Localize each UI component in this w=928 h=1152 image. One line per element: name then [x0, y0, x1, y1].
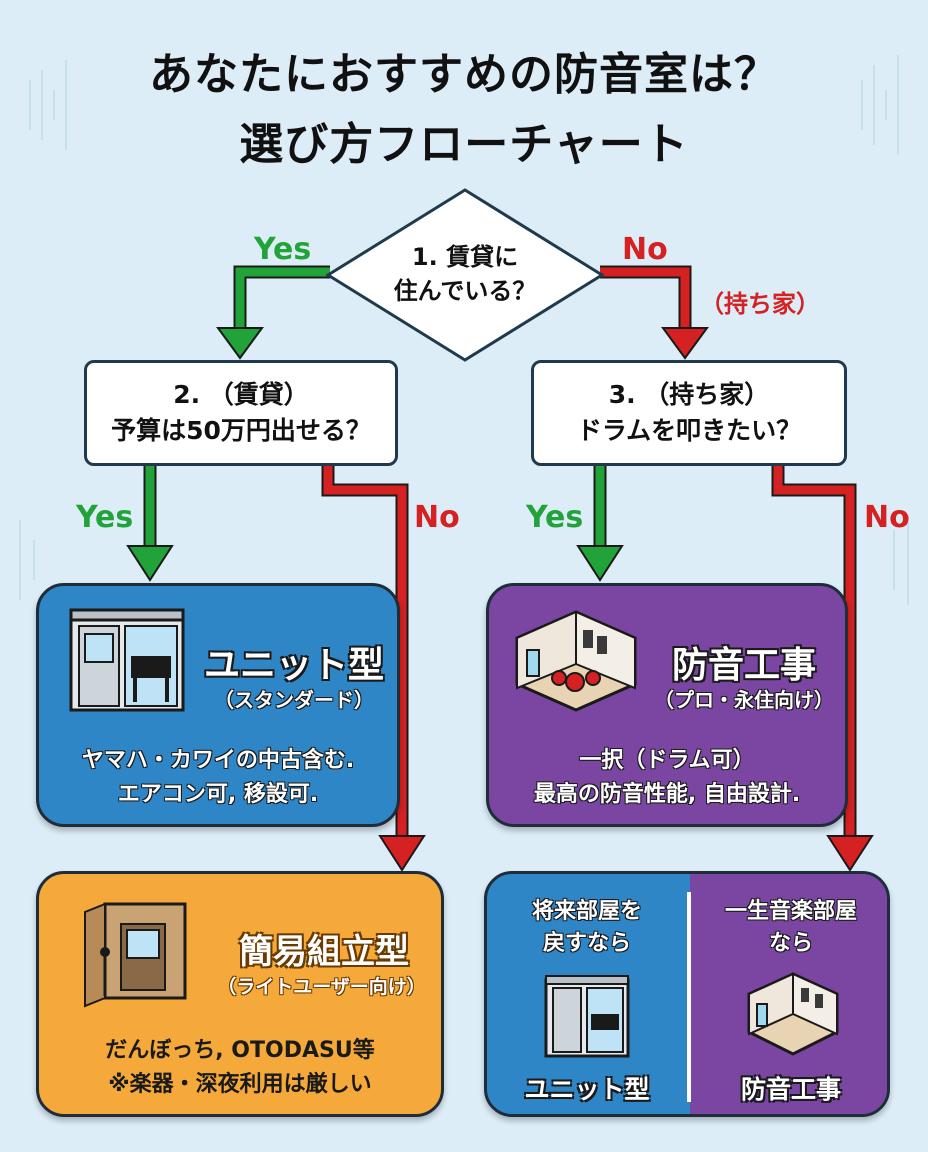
unit-booth-icon — [69, 608, 185, 712]
q2-line2: 予算は50万円出せる？ — [111, 416, 371, 445]
q3-yes-label: Yes — [526, 500, 584, 535]
split-right-heading: 一生音楽部屋 なら — [691, 896, 887, 960]
q1-line1: 1. 賃貸に — [411, 243, 519, 271]
sound-wave-decoration — [19, 55, 909, 605]
result-split-card: 将来部屋を 戻すなら 一生音楽部屋 なら ユニット型 防音工事 — [484, 871, 890, 1117]
unit-desc-line1: ヤマハ・カワイの中古含む. — [81, 748, 355, 773]
q1-yes-label: Yes — [254, 232, 312, 267]
q1-line2: 住んでいる？ — [393, 277, 537, 305]
simple-desc-line2: ※楽器・深夜利用は厳しい — [108, 1072, 372, 1097]
split-right-head2: なら — [768, 931, 813, 956]
split-left-heading: 将来部屋を 戻すなら — [487, 896, 687, 960]
unit-desc-line2: エアコン可, 移設可. — [117, 782, 319, 807]
q2-no-label: No — [414, 500, 460, 535]
construction-subtitle: （プロ・永住向け） — [654, 688, 834, 712]
studio-room-small-icon — [747, 972, 839, 1056]
result-unit-card: ユニット型 （スタンダード） ヤマハ・カワイの中古含む. エアコン可, 移設可. — [36, 583, 400, 827]
simple-title: 簡易組立型 — [239, 932, 409, 972]
owned-house-label: （持ち家） — [700, 290, 820, 318]
construction-desc-line1: 一択（ドラム可） — [579, 748, 755, 773]
result-construction-card: 防音工事 （プロ・永住向け） 一択（ドラム可） 最高の防音性能, 自由設計. — [486, 583, 848, 827]
construction-title: 防音工事 — [671, 645, 816, 686]
arrow-q1-yes — [233, 265, 330, 330]
q2-box: 2. （賃貸） 予算は50万円出せる？ — [84, 360, 398, 466]
q1-diamond — [325, 188, 605, 362]
q3-box: 3. （持ち家） ドラムを叩きたい？ — [531, 360, 847, 466]
simple-description: だんぼっち, OTODASU等 ※楽器・深夜利用は厳しい — [39, 1034, 441, 1102]
unit-booth-small-icon — [544, 975, 630, 1058]
construction-desc-line2: 最高の防音性能, 自由設計. — [533, 782, 801, 807]
construction-description: 一択（ドラム可） 最高の防音性能, 自由設計. — [489, 744, 845, 812]
page-title-line2: 選び方フローチャート — [239, 119, 689, 170]
unit-title: ユニット型 — [203, 645, 384, 686]
split-right-head1: 一生音楽部屋 — [724, 899, 857, 924]
unit-subtitle: （スタンダード） — [214, 688, 374, 712]
split-left-head1: 将来部屋を — [531, 899, 642, 924]
cardboard-booth-icon — [84, 902, 187, 1008]
q1-no-label: No — [622, 232, 668, 267]
q2-line1: 2. （賃貸） — [173, 380, 309, 409]
q1-text: 1. 賃貸に 住んでいる？ — [365, 240, 565, 308]
split-left-footer: ユニット型 — [524, 1075, 650, 1104]
result-simple-card: 簡易組立型 （ライトユーザー向け） だんぼっち, OTODASU等 ※楽器・深夜… — [36, 871, 444, 1117]
page-title-line1: あなたにおすすめの防音室は？ — [149, 49, 779, 100]
simple-desc-line1: だんぼっち, OTODASU等 — [105, 1038, 375, 1063]
studio-room-icon — [515, 610, 637, 712]
q3-line2: ドラムを叩きたい？ — [576, 416, 802, 445]
unit-description: ヤマハ・カワイの中古含む. エアコン可, 移設可. — [39, 744, 397, 812]
split-right-footer: 防音工事 — [740, 1075, 841, 1104]
arrow-q1-no — [600, 265, 692, 330]
q3-no-label: No — [864, 500, 910, 535]
q2-yes-label: Yes — [76, 500, 134, 535]
split-divider — [687, 892, 691, 1102]
split-left-head2: 戻すなら — [542, 931, 631, 956]
simple-subtitle: （ライトユーザー向け） — [217, 976, 426, 998]
q3-line1: 3. （持ち家） — [608, 380, 770, 409]
